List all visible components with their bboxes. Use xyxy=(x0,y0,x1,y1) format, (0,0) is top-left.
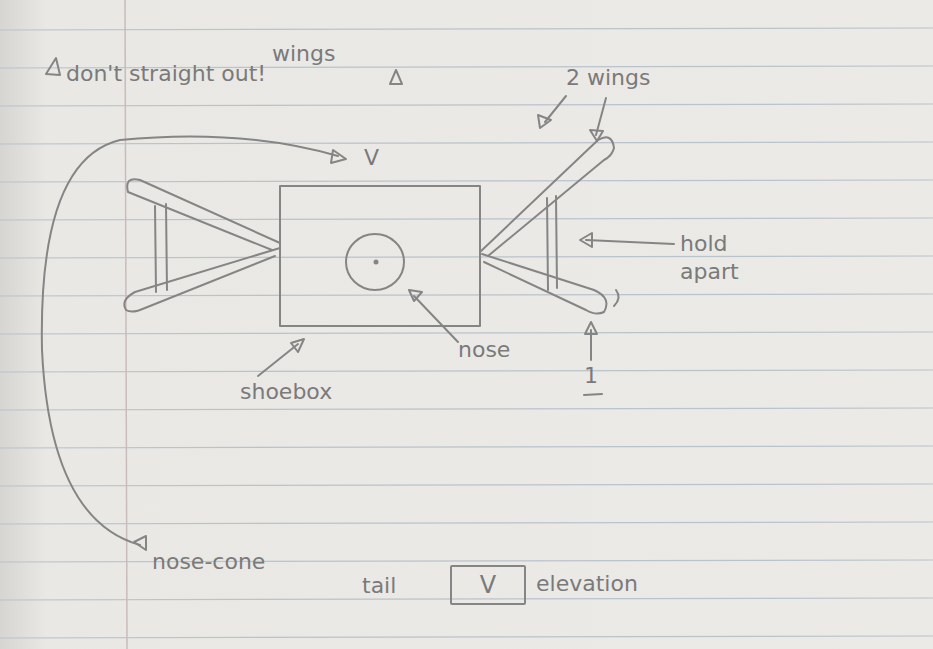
handwritten-label: tail xyxy=(362,572,396,600)
left-upper-wing xyxy=(127,179,280,250)
handwritten-label: nose-cone xyxy=(152,548,265,576)
handwritten-label: 1 xyxy=(584,362,598,390)
underline xyxy=(584,394,602,395)
leader-line xyxy=(586,240,674,244)
left-lower-wing xyxy=(124,248,280,312)
right-strut xyxy=(547,196,557,290)
arrowhead xyxy=(590,130,603,141)
handwritten-label: wings xyxy=(272,40,335,68)
arrowhead xyxy=(409,290,422,301)
arrowhead xyxy=(538,115,551,128)
nose-circle xyxy=(346,234,404,290)
shoebox-outline xyxy=(280,186,480,326)
leader-line xyxy=(414,296,458,342)
arrowhead xyxy=(585,322,597,334)
text-box: V xyxy=(450,565,526,605)
handwritten-label: shoebox xyxy=(240,378,332,406)
handwritten-label: V xyxy=(364,144,379,172)
warning-triangle xyxy=(46,58,60,75)
margin-line xyxy=(125,0,127,649)
warning-triangle xyxy=(390,70,402,84)
ruled-lines xyxy=(0,28,933,638)
handwritten-label: nose xyxy=(458,336,510,364)
leader-line xyxy=(596,98,606,135)
handwritten-label: hold apart xyxy=(680,230,766,285)
handwritten-label: don't straight out! xyxy=(66,60,266,88)
handwritten-label: 2 wings xyxy=(566,64,650,92)
pencil-mark xyxy=(614,290,619,306)
arrowhead xyxy=(580,233,592,247)
leader-line xyxy=(258,344,298,376)
curved-arrow xyxy=(42,136,338,545)
arrowhead xyxy=(134,536,146,550)
nose-dot xyxy=(375,261,378,264)
right-lower-wing xyxy=(482,254,606,314)
arrowhead xyxy=(291,339,304,352)
handwritten-label: elevation xyxy=(536,570,638,598)
left-strut xyxy=(155,204,167,292)
box-text: V xyxy=(452,571,524,600)
arrowhead xyxy=(331,150,346,163)
